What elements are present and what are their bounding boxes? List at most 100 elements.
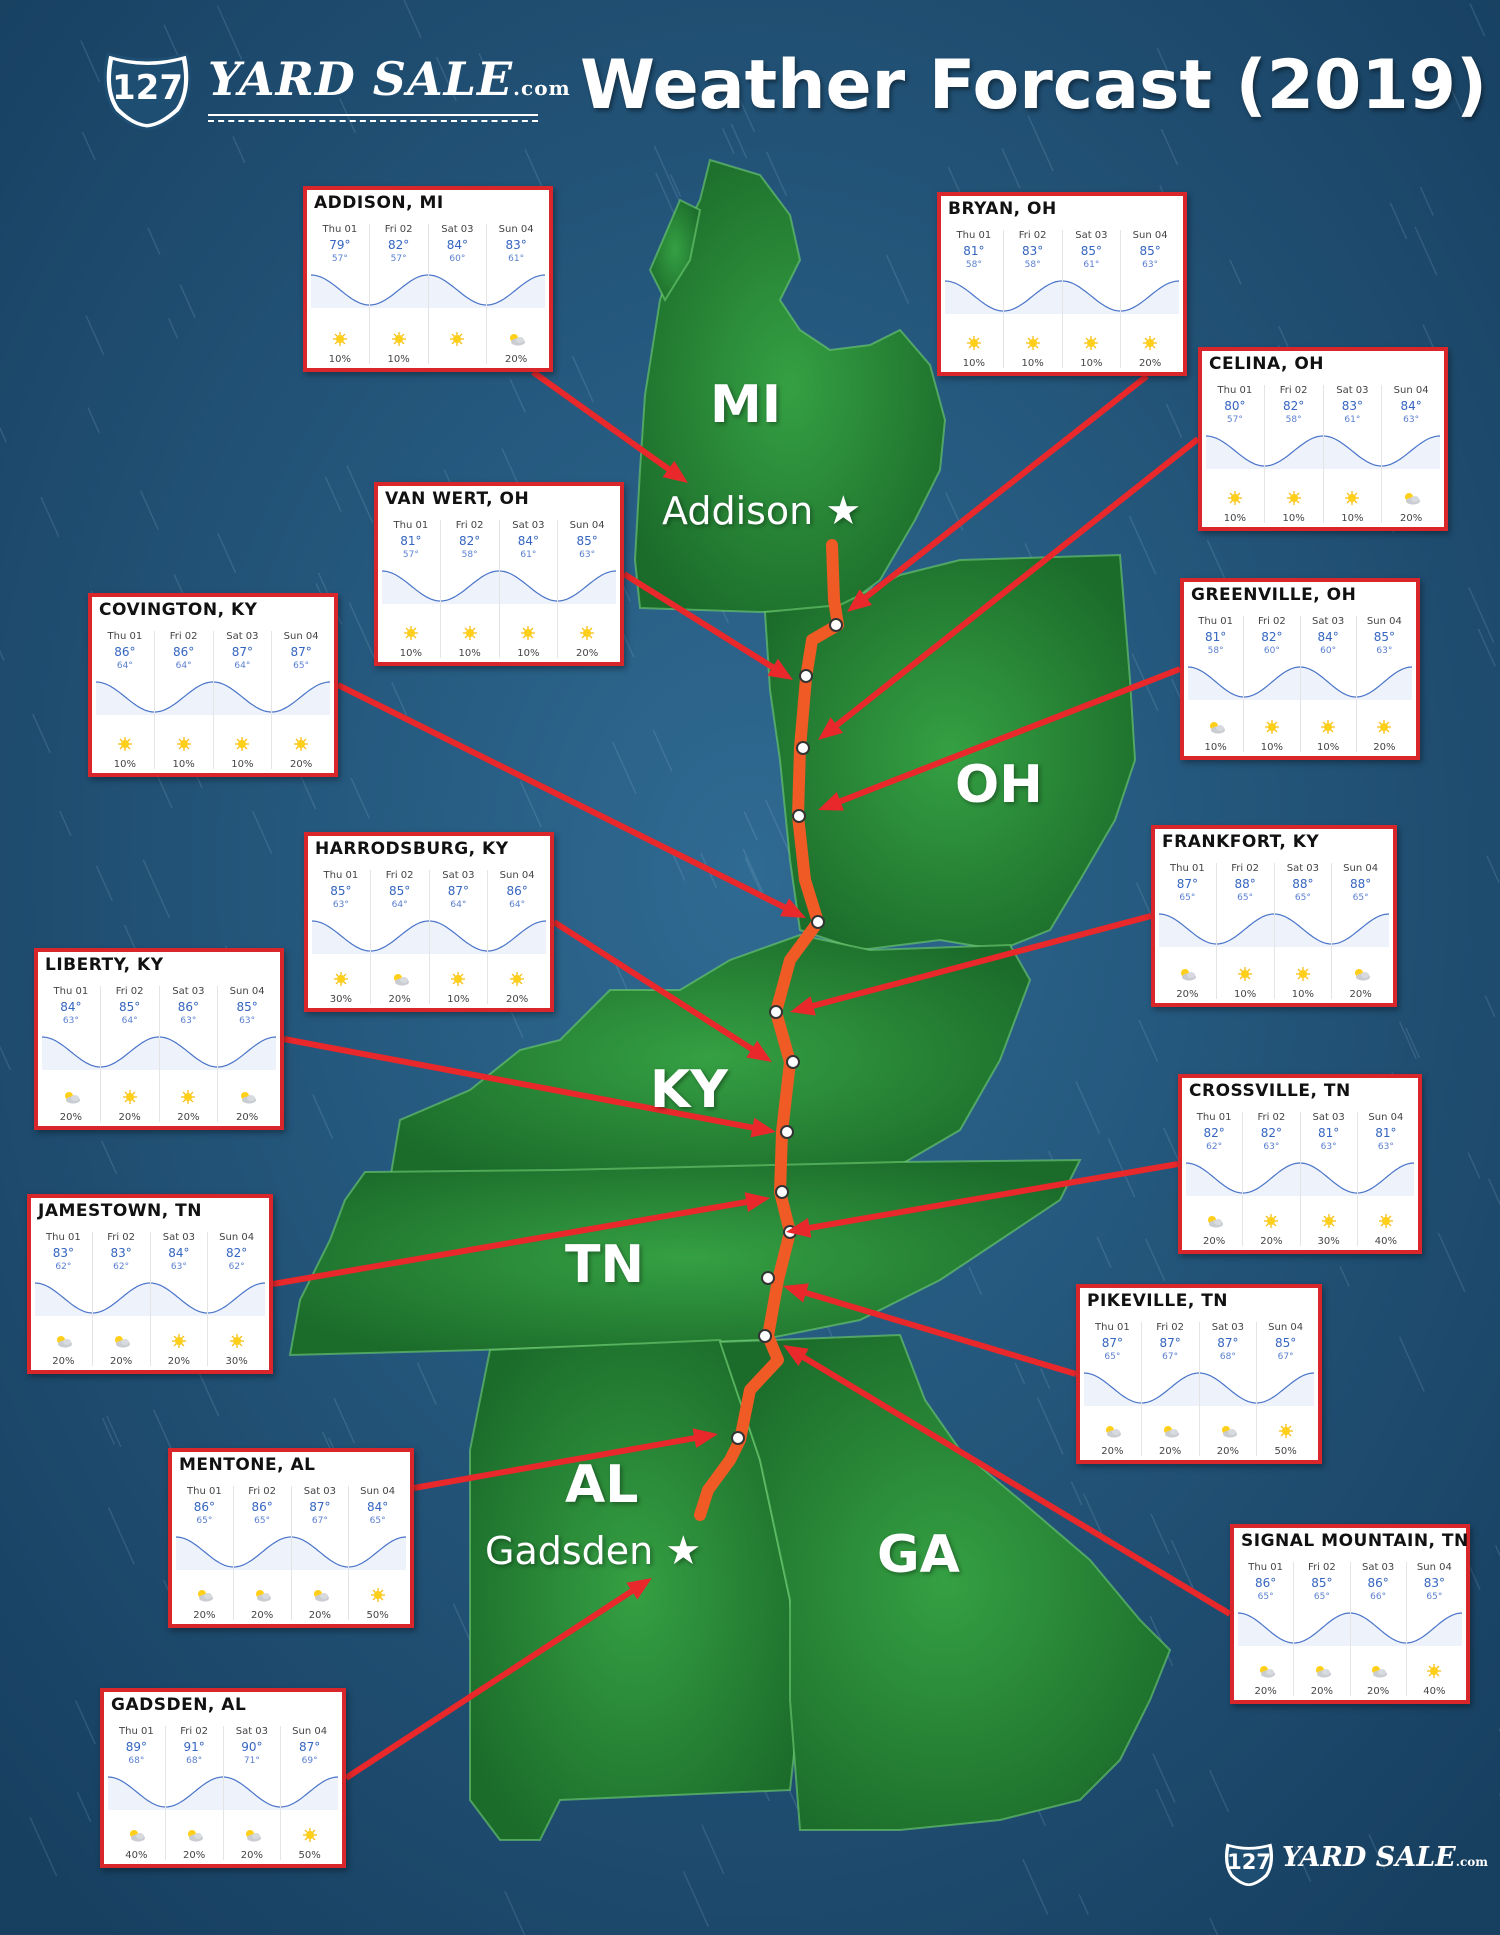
rain-streak [1293, 1845, 1312, 1883]
high-temp: 81° [1204, 630, 1227, 644]
day-name: Sat 03 [1075, 230, 1108, 241]
high-temp: 86° [114, 645, 136, 659]
route-stop-marker [758, 1329, 772, 1343]
rain-streak [765, 151, 788, 197]
rain-streak [59, 810, 72, 836]
rain-streak [350, 777, 370, 819]
precip-chance: 50% [366, 1610, 389, 1621]
low-temp: 65° [1104, 1352, 1121, 1362]
sun-icon [294, 737, 309, 751]
pointer-arrow [552, 919, 762, 1057]
low-temp: 65° [1294, 893, 1311, 903]
rain-streak [0, 426, 7, 443]
low-temp: 64° [509, 900, 526, 910]
sun-icon [403, 626, 418, 640]
day-name: Sat 03 [1312, 1112, 1345, 1123]
arrowhead [692, 1428, 718, 1449]
precip-chance: 20% [236, 1112, 259, 1123]
pointer-arrow [531, 369, 679, 478]
day-name: Sun 04 [292, 1726, 328, 1737]
high-temp: 85° [118, 1000, 141, 1014]
star-icon: ★ [665, 1528, 702, 1574]
partly-cloudy-icon [1209, 722, 1225, 734]
card-city-title: BRYAN, OH [948, 199, 1057, 219]
precip-chance: 20% [1176, 989, 1199, 1000]
day-name: Sun 04 [283, 631, 319, 642]
partly-cloudy-icon [198, 1590, 214, 1602]
rain-streak [1477, 628, 1496, 667]
arrowhead [744, 1192, 770, 1212]
partly-cloudy-icon [1221, 1426, 1237, 1438]
day-name: Sat 03 [235, 1726, 269, 1737]
day-name: Fri 02 [1257, 1112, 1286, 1123]
partly-cloudy-icon [1372, 1666, 1388, 1678]
day-name: Sat 03 [442, 870, 475, 881]
rain-streak [1339, 1266, 1350, 1287]
rain-streak [701, 1824, 725, 1875]
high-temp: 82° [1203, 1126, 1225, 1140]
rain-streak [1486, 855, 1500, 884]
partly-cloudy-icon [241, 1092, 257, 1104]
low-temp: 64° [121, 1016, 138, 1026]
city-label-gadsden: Gadsden ★ [485, 1528, 702, 1574]
pointer-arrow [795, 1287, 1077, 1377]
low-temp: 57° [390, 254, 407, 264]
rain-streak [765, 799, 790, 853]
rain-streak [1170, 1539, 1194, 1589]
precip-chance: 10% [231, 759, 254, 770]
pointer-arrow [856, 373, 1149, 606]
sun-icon [451, 972, 466, 986]
day-name: Sat 03 [1361, 1562, 1395, 1573]
footer-logo-text: YARD SALE.com [1282, 1842, 1488, 1873]
precip-chance: 30% [1317, 1236, 1340, 1247]
low-temp: 68° [186, 1756, 203, 1766]
state-label-ky: KY [650, 1060, 728, 1120]
rain-streak [1039, 1368, 1051, 1390]
footer-shield-number: 127 [1227, 1850, 1271, 1874]
high-temp: 87° [1101, 1336, 1124, 1350]
rain-streak [0, 649, 5, 661]
low-temp: 63° [1142, 260, 1159, 270]
day-name: Fri 02 [1279, 385, 1308, 396]
day-name: Fri 02 [115, 986, 144, 997]
rain-streak [478, 52, 490, 76]
low-temp: 67° [311, 1516, 328, 1526]
rain-streak [1078, 1894, 1089, 1915]
precip-chance: 40% [125, 1850, 148, 1861]
high-temp: 81° [1317, 1126, 1340, 1140]
low-temp: 63° [579, 550, 596, 560]
day-name: Sat 03 [441, 224, 474, 235]
high-temp: 80° [1224, 399, 1246, 413]
low-temp: 61° [1083, 260, 1100, 270]
day-name: Thu 01 [1170, 863, 1205, 874]
header-logo: 127 YARD SALE.com [100, 50, 570, 130]
low-temp: 66° [1370, 1592, 1387, 1602]
rain-streak [1014, 1362, 1026, 1385]
rain-streak [1001, 147, 1021, 189]
day-name: Fri 02 [180, 1726, 209, 1737]
day-name: Fri 02 [1307, 1562, 1336, 1573]
rain-streak [251, 810, 273, 854]
partly-cloudy-icon [313, 1590, 329, 1602]
rain-streak [1022, 1858, 1049, 1915]
sun-icon [302, 1828, 317, 1842]
sun-icon [1286, 491, 1301, 505]
card-city-title: GREENVILLE, OH [1191, 585, 1357, 605]
